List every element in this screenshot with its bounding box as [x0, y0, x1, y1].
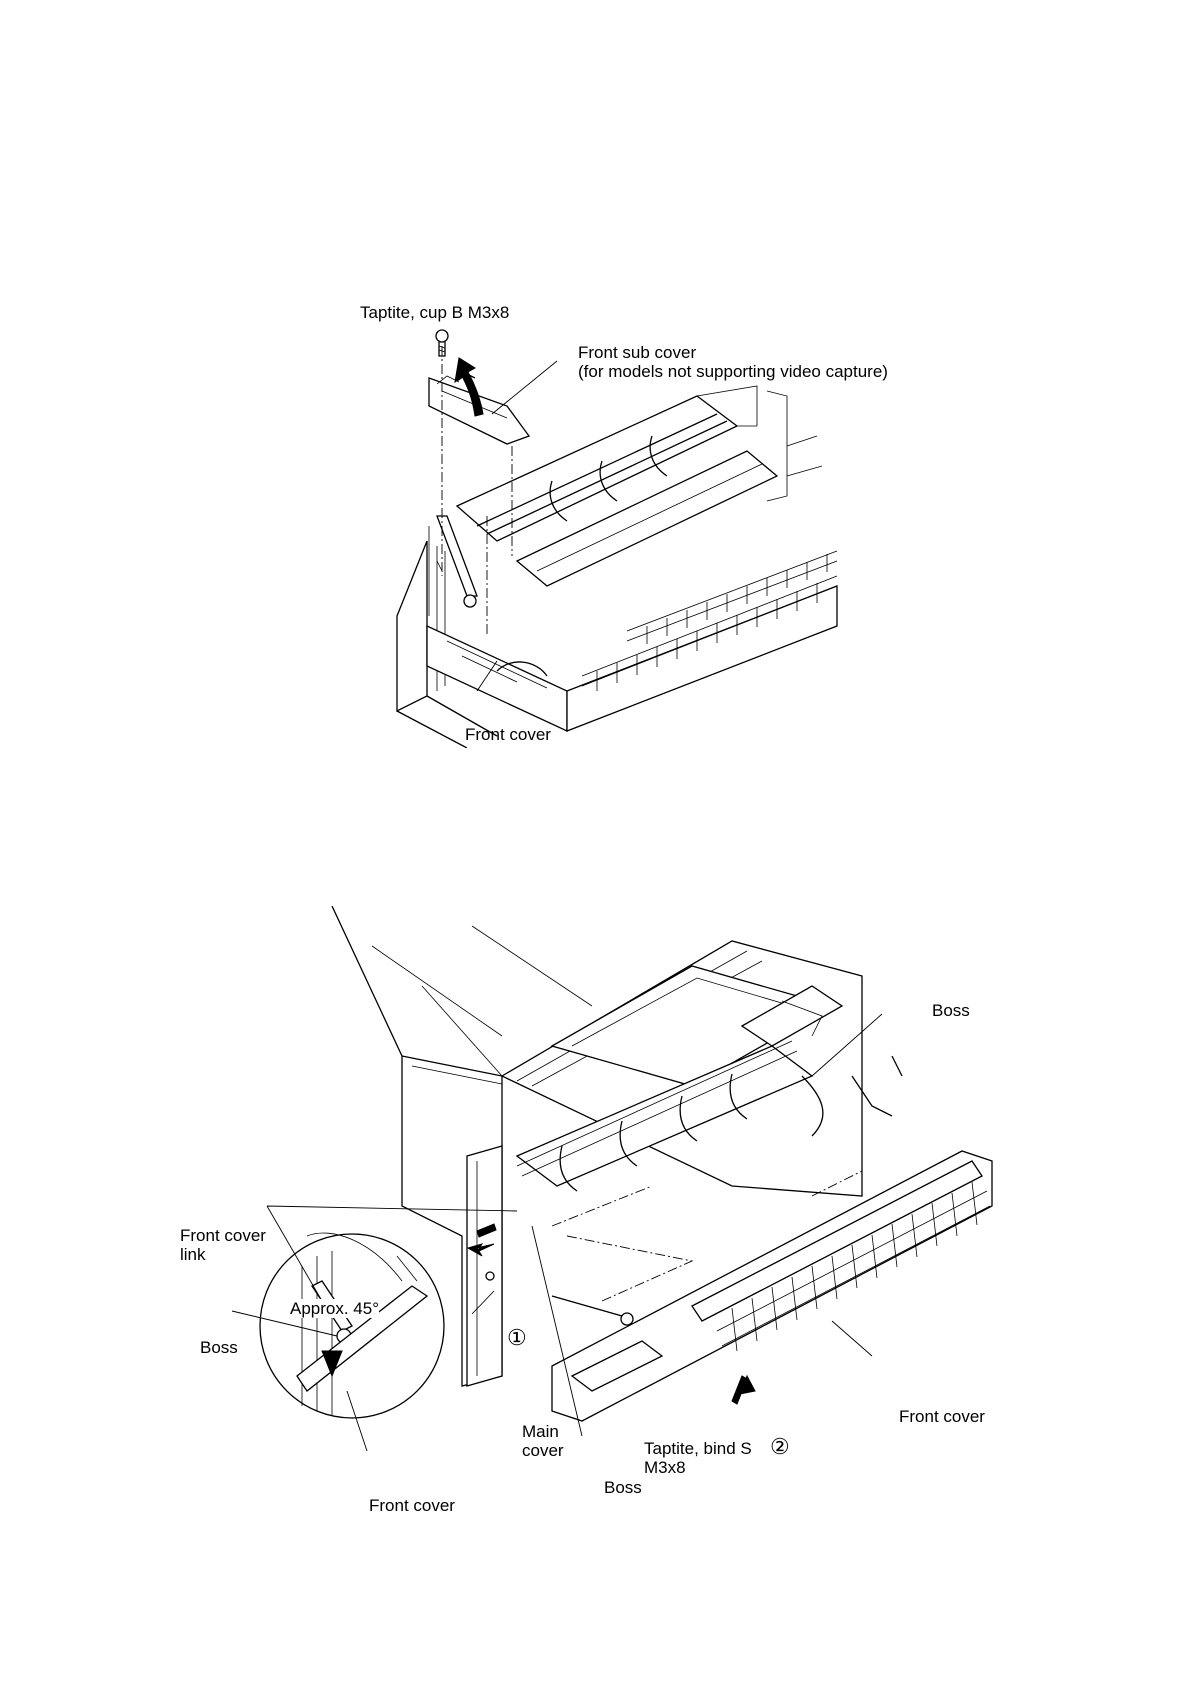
boss-left-label: Boss: [200, 1338, 238, 1357]
front-cover-inset-label: Front cover: [369, 1496, 455, 1515]
step-1-marker: ①: [507, 1328, 527, 1347]
front-sub-cover-label: Front sub cover: [578, 343, 696, 362]
step-2-marker: ②: [770, 1437, 790, 1456]
figure-front-sub-cover: Taptite, cup B M3x8 Front sub cover (for…: [367, 296, 911, 748]
approx-angle-label: Approx. 45°: [290, 1299, 379, 1318]
front-cover-label: Front cover: [465, 725, 551, 744]
front-cover-link-label: Front cover link: [180, 1226, 280, 1264]
front-cover-right-label: Front cover: [899, 1407, 985, 1426]
boss-bottom-label: Boss: [604, 1478, 642, 1497]
main-cover-label: Main cover: [522, 1422, 572, 1460]
boss-top-label: Boss: [932, 1001, 970, 1020]
figure-front-cover-removal: Boss Front cover link Approx. 45° Boss F…: [172, 906, 1078, 1516]
screw-label: Taptite, cup B M3x8: [360, 303, 509, 322]
front-sub-cover-note: (for models not supporting video capture…: [578, 362, 888, 381]
screw-bind-label: Taptite, bind S M3x8: [644, 1439, 764, 1477]
